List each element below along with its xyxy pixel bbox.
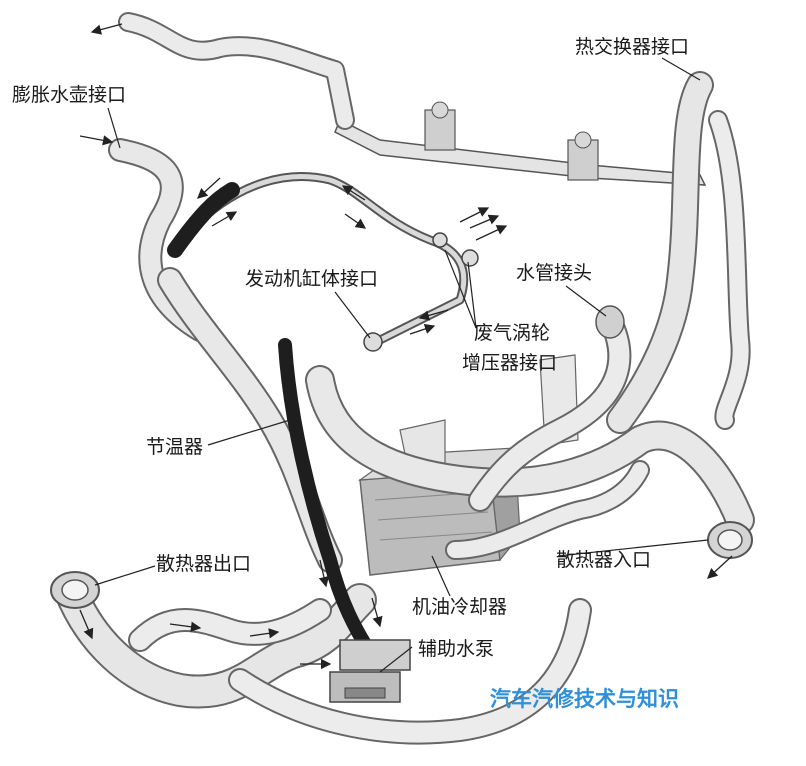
expansion-tank-port-label: 膨胀水壶接口 bbox=[12, 84, 127, 106]
aux-water-pump bbox=[329, 639, 411, 703]
engine-block-connector bbox=[363, 232, 479, 352]
water-pipe-joint-label: 水管接头 bbox=[516, 262, 593, 284]
watermark-text: 汽车汽修技术与知识 bbox=[490, 687, 679, 711]
oil-cooler-label: 机油冷却器 bbox=[412, 596, 508, 618]
top-rail bbox=[334, 101, 707, 186]
water-pipe-joint bbox=[595, 305, 625, 339]
leader-lines bbox=[94, 57, 709, 673]
radiator-inlet-connector bbox=[707, 521, 753, 559]
turbo-port-label-line1: 废气涡轮 bbox=[474, 322, 551, 344]
aux-water-pump-label: 辅助水泵 bbox=[418, 638, 495, 660]
radiator-outlet-connector bbox=[50, 571, 100, 609]
hoses bbox=[53, 12, 755, 745]
radiator-inlet-label: 散热器入口 bbox=[556, 549, 652, 571]
turbo-port-label-line2: 增压器接口 bbox=[462, 352, 558, 374]
flow-arrows bbox=[79, 23, 733, 670]
heat-exchanger-port-label: 热交换器接口 bbox=[575, 36, 690, 58]
thermostat-label: 节温器 bbox=[146, 436, 204, 458]
engine-block-port-label: 发动机缸体接口 bbox=[245, 268, 379, 290]
radiator-outlet-label: 散热器出口 bbox=[156, 553, 252, 575]
black-hoses bbox=[167, 182, 382, 667]
